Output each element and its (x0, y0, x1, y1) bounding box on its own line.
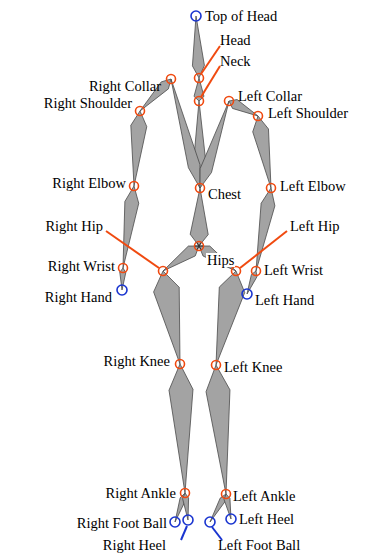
joint-marker (181, 489, 190, 498)
joint-label: Right Shoulder (44, 96, 132, 111)
joint-marker (183, 515, 193, 525)
joint-label: Hips (206, 253, 235, 268)
joint-label: Right Ankle (106, 486, 177, 501)
joint-marker (191, 11, 201, 21)
joint-marker (205, 517, 215, 527)
joint-label: Left Heel (239, 512, 294, 527)
joint-label: Left Shoulder (268, 106, 348, 121)
joint-label: Left Knee (224, 360, 282, 375)
bone-shape (154, 271, 180, 364)
joint-label: Left Elbow (280, 179, 346, 194)
joint-label: Right Heel (103, 538, 166, 553)
joint-marker (176, 360, 185, 369)
joint-marker (226, 514, 236, 524)
joint-label: Right Elbow (52, 176, 126, 191)
joint-marker (119, 264, 128, 273)
joint-label: Right Foot Ball (77, 516, 167, 531)
joint-marker (242, 289, 252, 299)
bone-shape (253, 116, 271, 188)
joint-marker (196, 184, 205, 193)
joint-marker (195, 74, 204, 83)
bone-shape (206, 365, 230, 494)
hips-star (197, 243, 201, 250)
joint-marker (136, 107, 145, 116)
joint-label: Left Ankle (233, 489, 295, 504)
bone-shape (200, 101, 229, 188)
joint-label: Right Hip (45, 219, 103, 234)
hips-star (197, 243, 201, 250)
joint-marker (225, 97, 234, 106)
bone-shape (192, 16, 204, 78)
bone-shape (216, 271, 245, 365)
joint-label: Right Wrist (48, 259, 115, 274)
bone-shape (131, 111, 147, 186)
joint-label: Right Hand (45, 290, 112, 305)
bone-shape (199, 246, 236, 271)
joint-label: Left Hip (290, 219, 340, 234)
joint-marker (252, 267, 261, 276)
joint-label: Left Collar (238, 89, 302, 104)
bone-shape (256, 188, 275, 271)
joint-marker (167, 75, 176, 84)
joint-marker (130, 182, 139, 191)
joint-label: Neck (220, 54, 251, 69)
bone-shape (169, 364, 193, 493)
joint-marker (254, 112, 263, 121)
joint-marker (195, 242, 204, 251)
joint-label: Left Hand (255, 293, 314, 308)
joint-marker (222, 490, 231, 499)
joint-marker (195, 97, 204, 106)
bone-shape (163, 246, 199, 271)
bone-shape (190, 188, 208, 246)
joint-marker (159, 267, 168, 276)
bone-shape (171, 79, 200, 188)
joint-label: Left Wrist (264, 263, 323, 278)
joint-label: Right Collar (89, 79, 161, 94)
joint-label: Top of Head (205, 9, 277, 24)
joint-marker (232, 267, 241, 276)
joint-marker (170, 517, 180, 527)
joint-marker (212, 361, 221, 370)
joint-label: Head (220, 33, 251, 48)
joint-marker (267, 184, 276, 193)
joint-label: Right Knee (104, 354, 170, 369)
joint-label: Left Foot Ball (218, 538, 300, 553)
joint-label: Chest (208, 187, 241, 202)
bone-shape (123, 186, 139, 268)
joint-marker (117, 285, 127, 295)
